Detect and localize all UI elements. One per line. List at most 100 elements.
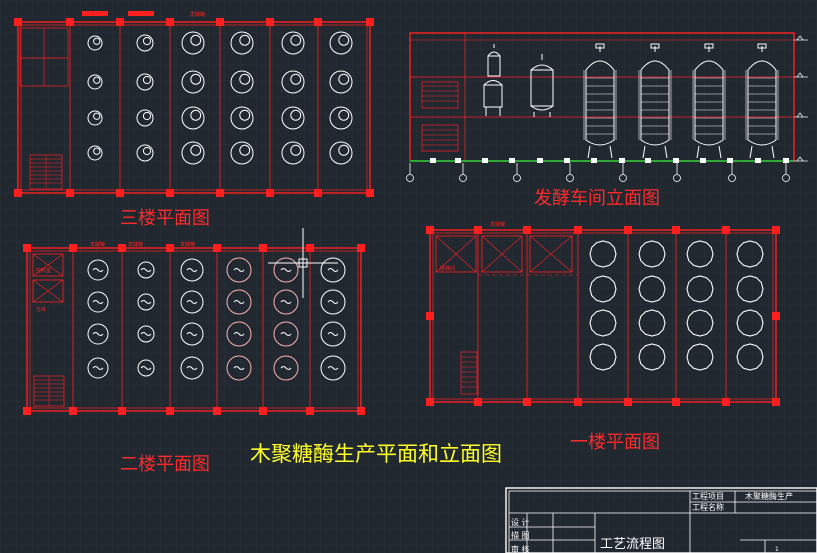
agitator-symbol (92, 268, 104, 272)
tank-inner-circle (142, 146, 152, 156)
tank-leg (771, 145, 775, 159)
ground-mark (619, 158, 625, 163)
agitator-symbol (327, 366, 339, 370)
agitator-symbol (327, 300, 339, 304)
tank-leg (587, 145, 591, 159)
tank-circle (230, 70, 254, 94)
tank-circle (181, 70, 205, 94)
tank-inner-circle (93, 76, 101, 84)
tank-leg (609, 145, 613, 159)
tank-outline (638, 309, 666, 337)
tank-inner-circle (239, 73, 251, 85)
column-marker (574, 226, 582, 234)
agitator-symbol (233, 268, 245, 272)
column-marker (259, 244, 267, 252)
agitator-symbol (140, 366, 152, 370)
first-floor-plan: 楼梯间 发酵罐 一楼平面图 (429, 221, 777, 453)
column-marker (357, 244, 365, 252)
second-floor-plan-title: 二楼平面图 (120, 454, 210, 475)
tank-circle (320, 257, 346, 283)
column-marker (426, 226, 434, 234)
agitator-symbol (186, 268, 198, 272)
drawing-label: 描 图 (511, 530, 530, 540)
column-marker (118, 244, 126, 252)
fermenter-manhole (757, 43, 767, 49)
column-marker (722, 398, 730, 406)
column-marker (216, 18, 224, 26)
axis-bubble (566, 174, 574, 182)
review-label: 审 核 (511, 544, 530, 553)
tank-outline (686, 240, 714, 268)
tank-circle (87, 357, 109, 379)
fermenter-manhole (595, 43, 605, 49)
fermenter-tank (694, 60, 724, 146)
tank-circle (181, 106, 205, 130)
tank-circle (180, 356, 204, 380)
project-name-label: 工程名称 (692, 502, 724, 512)
tank-outline (686, 309, 714, 337)
agitator-symbol (92, 366, 104, 370)
column-marker (14, 18, 22, 26)
tank-inner-circle (190, 34, 202, 46)
structural-columns (14, 18, 780, 415)
tank-circle (273, 321, 299, 347)
tank-circle (181, 141, 205, 165)
tank-circle (329, 70, 353, 94)
agitator-symbol (233, 300, 245, 304)
column-marker (69, 244, 77, 252)
room-label-small-3: 发酵罐 (180, 241, 195, 248)
tank-circle (87, 145, 103, 161)
tank-circle (136, 109, 154, 127)
tank-circle (180, 322, 204, 346)
agitator-symbol (280, 268, 292, 272)
tank-circle (137, 325, 155, 343)
tank-inner-circle (190, 109, 202, 121)
axis-bubble (406, 174, 414, 182)
level-marker (796, 112, 804, 118)
agitator-symbol (280, 300, 292, 304)
tank-circle (226, 257, 252, 283)
tank-inner-circle (93, 37, 101, 45)
tank-outline (736, 343, 764, 371)
column-marker (523, 398, 531, 406)
fermenter-manhole (704, 43, 714, 49)
tank-circle (230, 141, 254, 165)
column-marker (118, 407, 126, 415)
column-marker (166, 18, 174, 26)
agitator-symbol (233, 366, 245, 370)
column-marker (259, 407, 267, 415)
column-marker (357, 407, 365, 415)
column-marker (474, 398, 482, 406)
stair-room-label: 楼梯间 (440, 265, 455, 272)
column-marker (772, 312, 780, 320)
tank-leg (642, 145, 646, 159)
ground-mark (509, 158, 515, 163)
column-marker (314, 189, 322, 197)
tank-inner-circle (142, 36, 152, 46)
tank-outline (638, 275, 666, 303)
agitator-symbol (92, 300, 104, 304)
tank-circle (329, 106, 353, 130)
agitator-symbol (186, 300, 198, 304)
column-marker (672, 226, 680, 234)
tank-inner-circle (290, 109, 302, 121)
tank-outline (638, 343, 666, 371)
axis-bubble (619, 174, 627, 182)
column-marker (166, 244, 174, 252)
sheet-number: 1 (775, 546, 779, 553)
tank-circle (136, 73, 154, 91)
agitator-symbol (140, 332, 152, 336)
column-marker (306, 407, 314, 415)
tank-circle (180, 290, 204, 314)
tank-circle (226, 355, 252, 381)
ground-mark (564, 158, 570, 163)
tank-circle (281, 31, 305, 55)
tank-circle (281, 106, 305, 130)
tank-circle (273, 257, 299, 283)
tank-circle (320, 321, 346, 347)
tank-circle (226, 289, 252, 315)
tank-inner-circle (239, 109, 251, 121)
column-marker (216, 189, 224, 197)
tank-outline (589, 240, 617, 268)
